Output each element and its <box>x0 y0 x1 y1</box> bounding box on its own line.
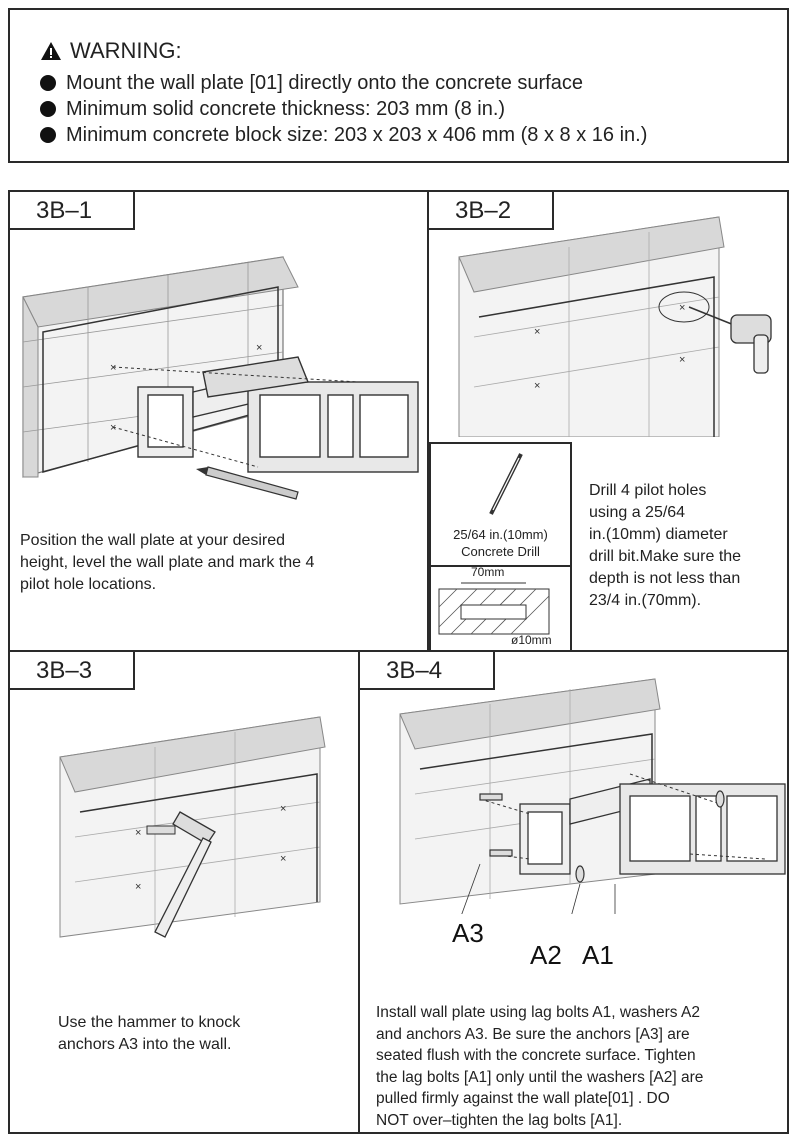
svg-text:×: × <box>135 827 141 839</box>
svg-text:×: × <box>534 380 540 392</box>
drill-wall-illustration: × × × × <box>458 216 772 437</box>
depth-label: 70mm <box>471 565 505 579</box>
warning-triangle-icon <box>41 42 61 60</box>
svg-text:×: × <box>679 354 685 366</box>
svg-text:×: × <box>280 803 286 815</box>
label-a3: A3 <box>452 918 484 948</box>
step-tag: 3B–3 <box>10 652 135 690</box>
hammer-anchor-illustration: × × × × <box>59 716 326 938</box>
bullet-dot-icon <box>40 127 56 143</box>
install-wall-plate-illustration <box>399 678 786 914</box>
step-3b-4-panel: 3B–4 <box>358 650 789 1134</box>
step-3b-3-caption: Use the hammer to knock anchors A3 into … <box>58 1014 241 1053</box>
svg-text:×: × <box>534 326 540 338</box>
step-3b-1-caption: Position the wall plate at your desired … <box>20 532 315 593</box>
warning-box: WARNING: Mount the wall plate [01] direc… <box>8 8 789 163</box>
svg-text:×: × <box>256 342 262 354</box>
svg-text:×: × <box>135 881 141 893</box>
svg-text:×: × <box>679 302 685 314</box>
bullet-dot-icon <box>40 101 56 117</box>
step-3b-1-panel: 3B–1 <box>8 190 429 652</box>
warning-item: Minimum solid concrete thickness: 203 mm… <box>40 96 647 122</box>
warning-item: Minimum concrete block size: 203 x 203 x… <box>40 122 647 148</box>
wall-plate-position-illustration: × × × <box>22 256 419 500</box>
warning-title: WARNING: <box>40 38 182 64</box>
drill-size-label: 25/64 in.(10mm) <box>453 527 548 542</box>
svg-text:×: × <box>280 853 286 865</box>
label-a2: A2 <box>530 940 562 970</box>
diameter-label: ø10mm <box>511 633 552 647</box>
label-a1: A1 <box>582 940 614 970</box>
step-tag: 3B–2 <box>429 192 554 230</box>
bullet-dot-icon <box>40 75 56 91</box>
warning-list: Mount the wall plate [01] directly onto … <box>40 70 647 148</box>
drill-depth-diagram: 70mm ø10mm <box>429 565 572 652</box>
step-3b-2-panel: 3B–2 ×××× 25/64 in.(10mm) Concre <box>427 190 789 652</box>
step-3b-4-caption: Install wall plate using lag bolts A1, w… <box>376 1004 704 1129</box>
drill-bit-icon <box>489 453 523 515</box>
drill-type-label: Concrete Drill <box>461 544 540 559</box>
step-3b-2-caption: Drill 4 pilot holes using a 25/64 in.(10… <box>589 482 742 609</box>
drill-bit-box: 25/64 in.(10mm) Concrete Drill <box>429 442 572 567</box>
step-3b-3-panel: 3B–3 × × × × Use the hammer to knock anchor… <box>8 650 360 1134</box>
svg-text:×: × <box>110 362 116 374</box>
warning-item: Mount the wall plate [01] directly onto … <box>40 70 647 96</box>
svg-text:×: × <box>110 422 116 434</box>
step-tag: 3B–1 <box>10 192 135 230</box>
step-tag: 3B–4 <box>360 652 495 690</box>
depth-diagram-icon <box>438 582 550 635</box>
